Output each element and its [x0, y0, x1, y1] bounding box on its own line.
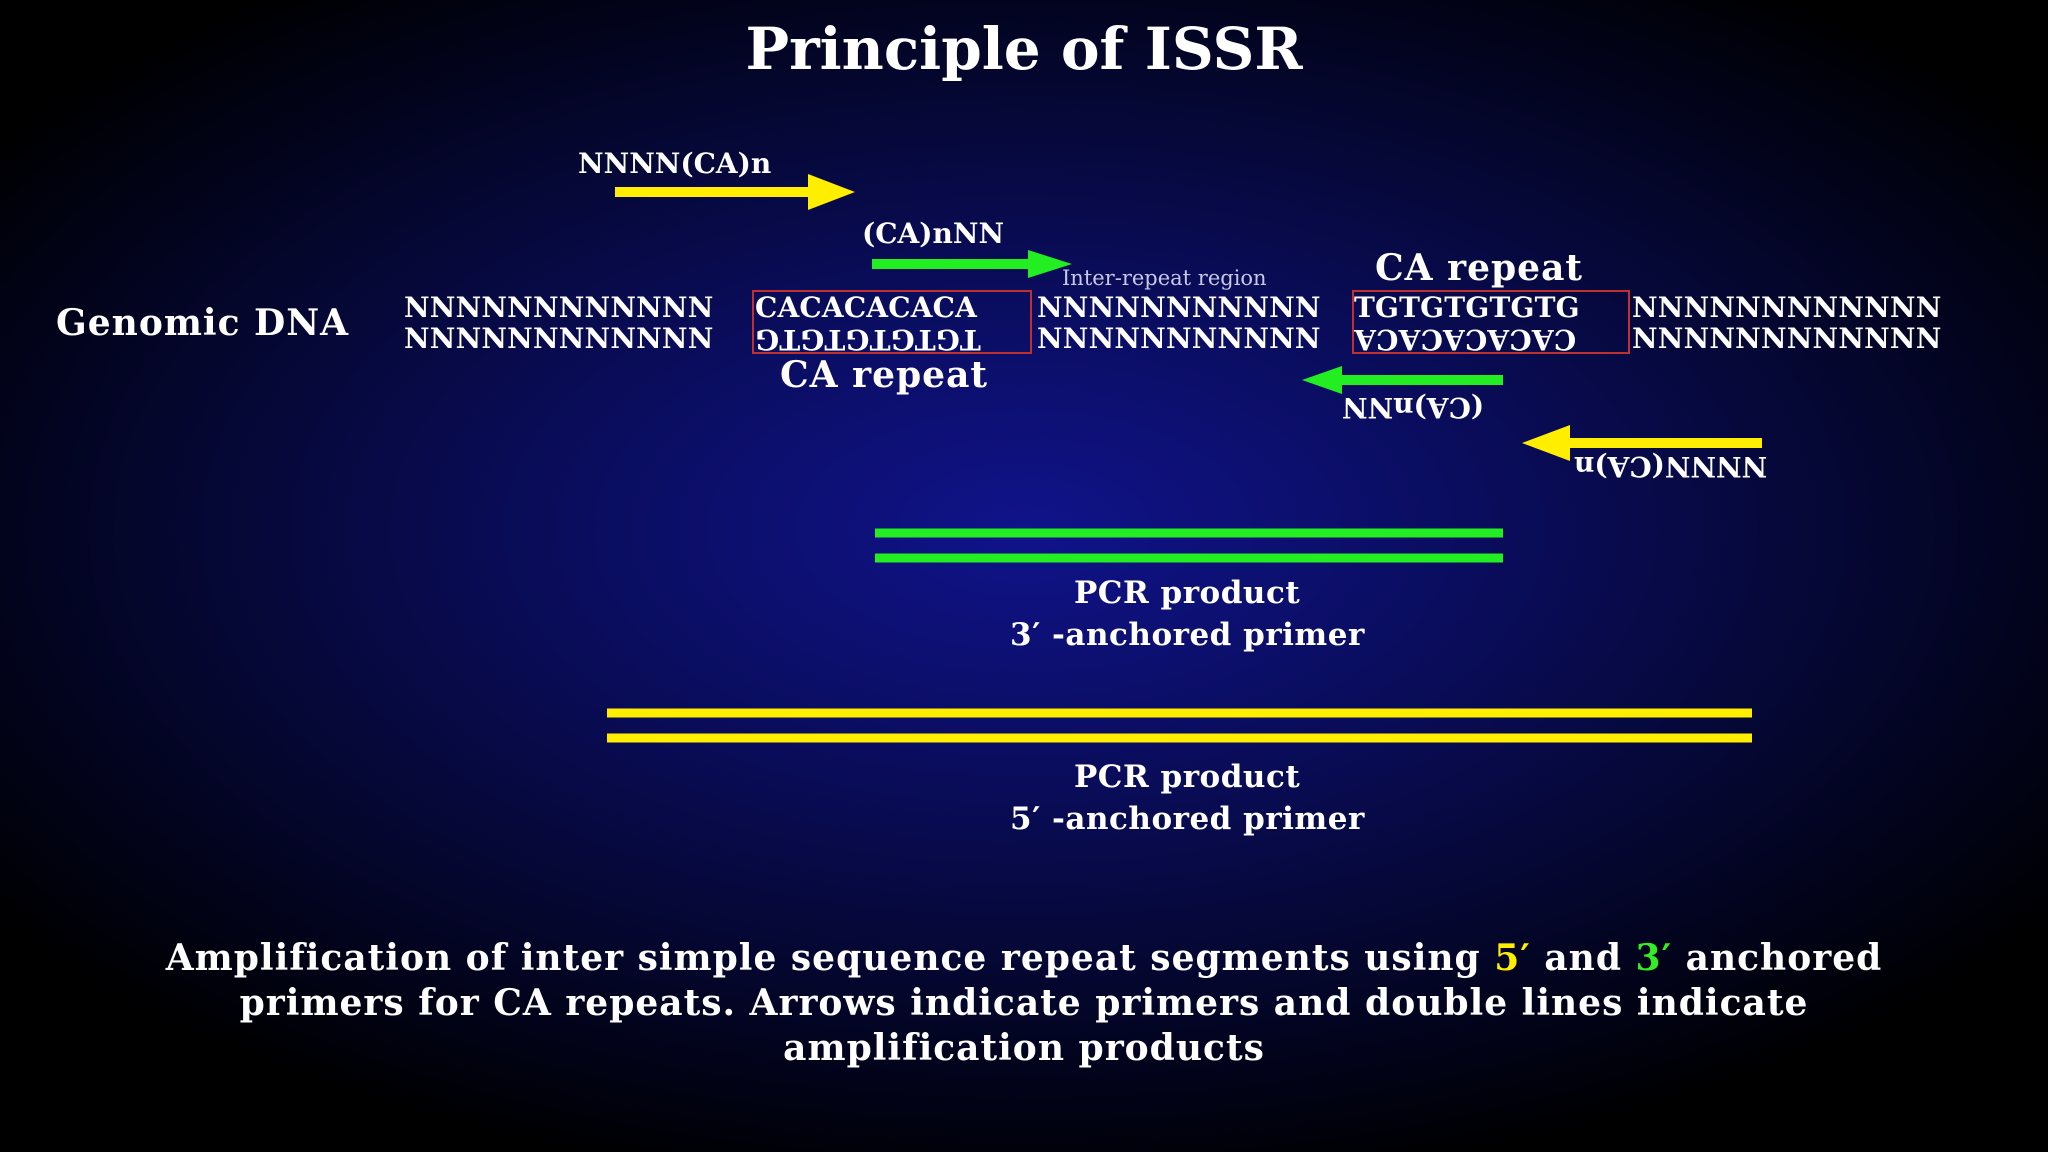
footnote-part3: anchored primers for CA repeats. Arrows … [239, 937, 1883, 1069]
five-prime-forward-primer-arrow [615, 174, 855, 210]
repeat-box-left [752, 290, 1032, 354]
footnote-part2: and [1530, 937, 1636, 979]
top-strand-middle: NNNNNNNNNNN [1037, 291, 1321, 324]
three-prime-forward-primer-label: (CA)nNN [862, 217, 1005, 250]
five-prime-pcr-product-double-line [607, 708, 1752, 743]
bottom-strand-right: NNNNNNNNNNNN [1632, 322, 1942, 355]
bottom-strand-repeat-left: TGTGTGTGTG [755, 323, 981, 356]
five-prime-product-caption-line2: 5′ -anchored primer [1010, 801, 1365, 837]
three-prime-pcr-product-double-line [875, 528, 1503, 563]
footnote-five-prime: 5′ [1494, 937, 1531, 979]
top-strand-right: NNNNNNNNNNNN [1632, 291, 1942, 324]
bottom-strand-middle: NNNNNNNNNNN [1037, 322, 1321, 355]
top-strand-repeat-right: TGTGTGTGTG [1354, 291, 1580, 324]
three-prime-product-caption-line1: PCR product [1074, 575, 1301, 611]
three-prime-reverse-primer-arrow [1302, 366, 1503, 394]
bottom-strand-repeat-right: CACACACACA [1354, 323, 1577, 356]
footnote-three-prime: 3′ [1635, 937, 1673, 979]
top-strand-left: NNNNNNNNNNNN [404, 291, 714, 324]
ca-repeat-label-right: CA repeat [1375, 247, 1584, 289]
footnote-part1: Amplification of inter simple sequence r… [165, 937, 1495, 979]
five-prime-forward-primer-label: NNNN(CA)n [578, 147, 772, 180]
five-prime-reverse-primer-label: NNNN(CA)n [1574, 450, 1768, 483]
genomic-dna-label: Genomic DNA [56, 302, 350, 344]
slide-title: Principle of ISSR [745, 15, 1303, 83]
five-prime-product-caption-line1: PCR product [1074, 759, 1301, 795]
five-prime-reverse-primer-arrow [1522, 425, 1762, 461]
three-prime-forward-primer-arrow [872, 250, 1072, 278]
top-strand-repeat-left: CACACACACA [755, 291, 978, 324]
bottom-strand-left: NNNNNNNNNNNN [404, 322, 714, 355]
repeat-box-right [1352, 290, 1630, 354]
three-prime-reverse-primer-label: (CA)nNN [1342, 391, 1485, 424]
ca-repeat-label-left: CA repeat [780, 354, 989, 396]
inter-repeat-region-label: Inter-repeat region [1062, 266, 1267, 290]
slide-footnote: Amplification of inter simple sequence r… [124, 936, 1924, 1071]
three-prime-product-caption-line2: 3′ -anchored primer [1010, 617, 1365, 653]
